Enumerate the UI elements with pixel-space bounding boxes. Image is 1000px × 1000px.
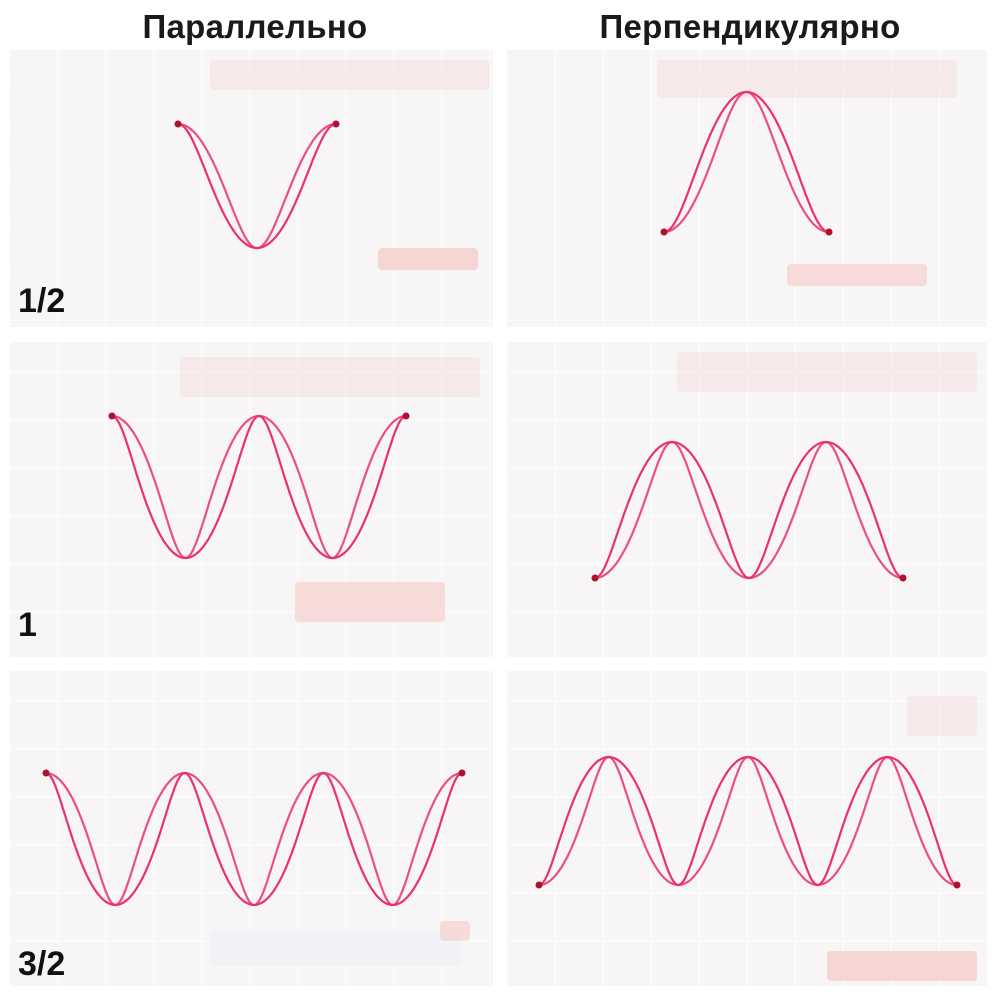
- trace-perpendicular-3-2: [535, 755, 961, 889]
- string-end-left: [591, 574, 599, 582]
- column-title-parallel: Параллельно: [142, 8, 368, 45]
- column-title-perpendicular: Перпендикулярно: [599, 8, 901, 45]
- string-end-right: [899, 574, 907, 582]
- standing-wave-perpendicular-3-2: [507, 671, 987, 986]
- standing-wave-perpendicular-1: [507, 342, 987, 657]
- row-label-1: 1: [18, 606, 37, 644]
- string-end-right: [332, 120, 340, 128]
- string-end-right: [458, 769, 466, 777]
- photo-parallel-1: [10, 342, 493, 657]
- photo-perpendicular-1-2: [507, 50, 987, 327]
- trace-parallel-3-2: [42, 769, 466, 907]
- standing-wave-parallel-1-2: [10, 50, 493, 327]
- string-end-left: [42, 769, 50, 777]
- photo-perpendicular-1: [507, 342, 987, 657]
- photo-perpendicular-3-2: [507, 671, 987, 986]
- standing-wave-parallel-1: [10, 342, 493, 657]
- string-end-left: [108, 412, 116, 420]
- trace-parallel-1: [108, 412, 410, 560]
- string-end-right: [953, 881, 961, 889]
- string-end-left: [660, 228, 668, 236]
- row-label-1-2: 1/2: [18, 282, 66, 320]
- row-label-3-2: 3/2: [18, 945, 66, 983]
- string-end-right: [825, 228, 833, 236]
- trace-perpendicular-1: [591, 440, 907, 582]
- standing-wave-parallel-3-2: [10, 671, 493, 986]
- photo-parallel-1-2: [10, 50, 493, 327]
- photo-parallel-3-2: [10, 671, 493, 986]
- string-end-right: [402, 412, 410, 420]
- string-end-left: [535, 881, 543, 889]
- string-end-left: [174, 120, 182, 128]
- trace-parallel-1-2: [174, 120, 340, 250]
- trace-perpendicular-1-2: [660, 90, 833, 236]
- standing-wave-perpendicular-1-2: [507, 50, 987, 327]
